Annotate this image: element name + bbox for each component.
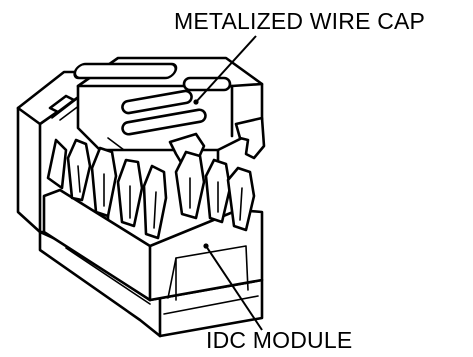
idc-terminals-left [46, 138, 168, 240]
leader-module [205, 245, 263, 331]
leader-cap [195, 35, 257, 103]
leader-lines [193, 35, 263, 331]
metalized-wire-cap [73, 56, 266, 166]
idc-module [38, 188, 264, 338]
leader-module-dot [203, 243, 209, 249]
label-idc-module: IDC MODULE [206, 327, 352, 353]
label-metalized-wire-cap: METALIZED WIRE CAP [174, 8, 425, 34]
idc-terminals-right [174, 150, 256, 232]
leader-cap-dot [193, 99, 199, 105]
